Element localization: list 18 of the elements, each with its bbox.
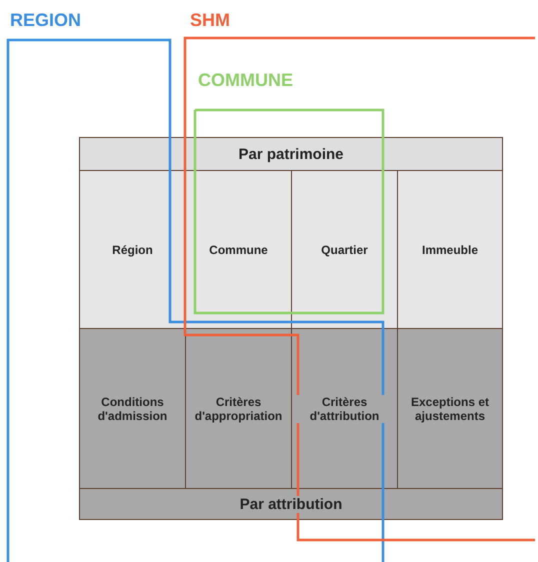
table-cell (291, 170, 398, 329)
table-cell (185, 170, 292, 329)
cell-label: Quartier (319, 242, 370, 256)
group-heading: COMMUNE (198, 70, 293, 91)
group-heading: SHM (190, 10, 230, 31)
table-cell (79, 170, 186, 329)
table-cell (79, 328, 186, 489)
table-cell (185, 328, 292, 489)
header-cell (79, 137, 503, 171)
cell-label: Immeuble (420, 242, 480, 256)
header-cell (79, 488, 503, 520)
row-heading: Par attribution (238, 496, 344, 512)
table-cell (397, 328, 503, 489)
cell-label: Commune (207, 242, 270, 256)
cell-label: Région (110, 242, 155, 256)
table-cell (291, 328, 398, 489)
group-heading: REGION (10, 10, 82, 31)
table-cell (397, 170, 503, 329)
